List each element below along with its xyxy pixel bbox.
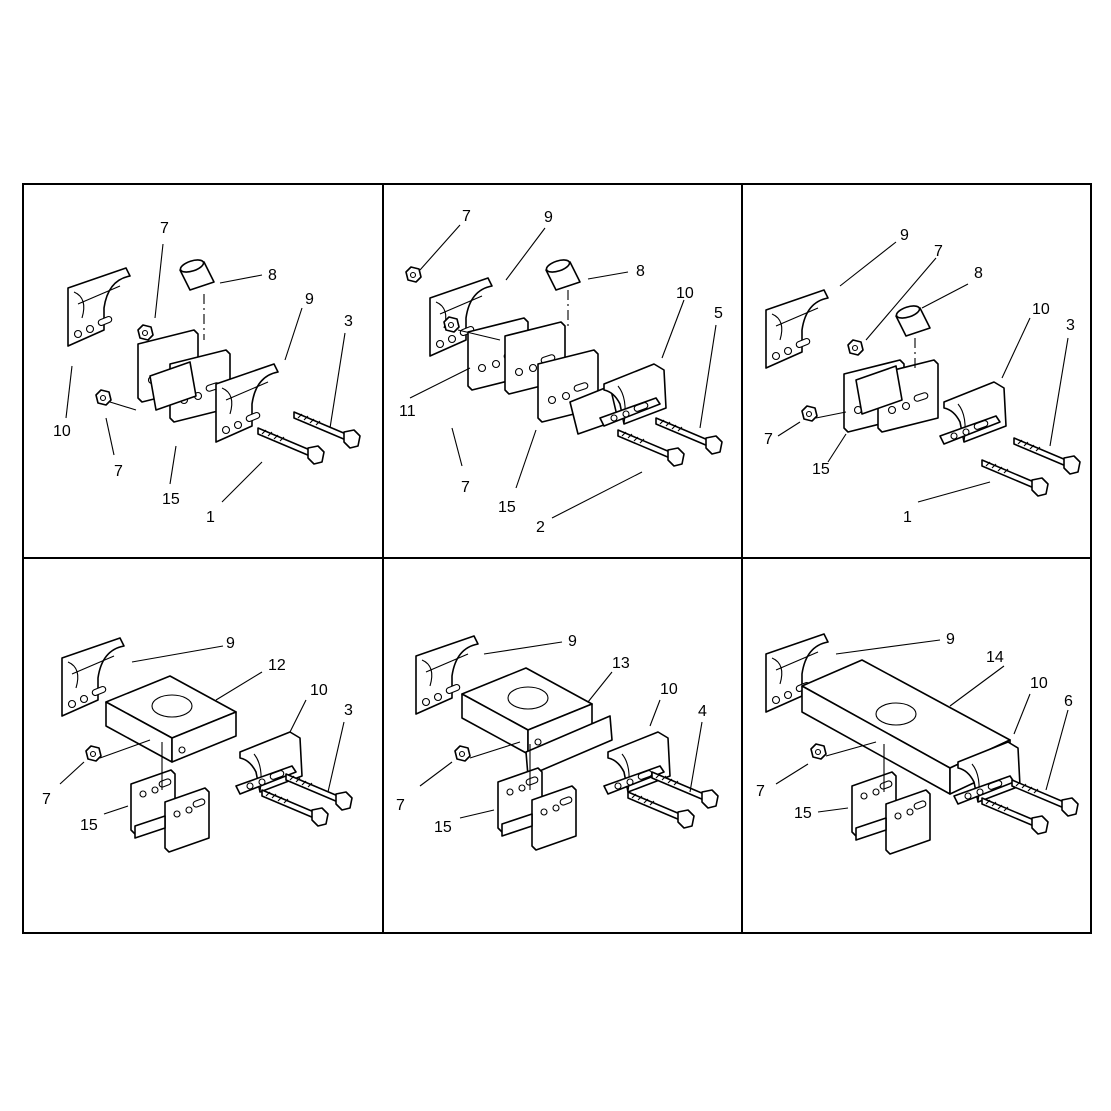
callout-9-bracket: 9 bbox=[305, 291, 314, 308]
callout-7-nut: 7 bbox=[42, 791, 51, 808]
seat-hole bbox=[875, 702, 917, 726]
callout-15-clamp: 15 bbox=[162, 491, 180, 508]
callout-9-bracket: 9 bbox=[900, 227, 909, 244]
panel-4: 9 12 10 3 7 15 bbox=[42, 635, 353, 853]
callout-15-clamp: 15 bbox=[80, 817, 98, 834]
callout-7-nut: 7 bbox=[462, 208, 471, 225]
callout-12-seat-block: 12 bbox=[268, 657, 286, 674]
callout-1-bolt: 1 bbox=[903, 509, 912, 526]
callout-10-bracket: 10 bbox=[310, 682, 328, 699]
callout-8-spacer: 8 bbox=[974, 265, 983, 282]
callout-7-nut-lower: 7 bbox=[764, 431, 773, 448]
callout-3-bolt: 3 bbox=[344, 702, 353, 719]
callout-15-clamp: 15 bbox=[498, 499, 516, 516]
callout-15-clamp: 15 bbox=[434, 819, 452, 836]
callout-10-bracket: 10 bbox=[660, 681, 678, 698]
callout-3-bolt: 3 bbox=[344, 313, 353, 330]
panel-2: 7 9 8 10 5 11 7 15 2 bbox=[399, 208, 723, 536]
callout-14-seat-block: 14 bbox=[986, 649, 1004, 666]
callout-10-bracket: 10 bbox=[53, 423, 71, 440]
callout-9-bracket: 9 bbox=[226, 635, 235, 652]
callout-10-bracket: 10 bbox=[676, 285, 694, 302]
callout-7-nut: 7 bbox=[756, 783, 765, 800]
callout-7-nut: 7 bbox=[396, 797, 405, 814]
panel-6: 9 14 10 6 7 15 bbox=[756, 631, 1079, 855]
callout-7-nut: 7 bbox=[934, 243, 943, 260]
panel-3: 9 7 8 10 3 7 15 1 bbox=[764, 227, 1081, 526]
callout-2-bolt: 2 bbox=[536, 519, 545, 536]
callout-7-nut: 7 bbox=[160, 220, 169, 237]
callout-3-bolt: 3 bbox=[1066, 317, 1075, 334]
callout-10-bracket: 10 bbox=[1032, 301, 1050, 318]
callout-15-clamp: 15 bbox=[794, 805, 812, 822]
callout-8-spacer: 8 bbox=[268, 267, 277, 284]
callout-9-bracket: 9 bbox=[946, 631, 955, 648]
callout-8-spacer: 8 bbox=[636, 263, 645, 280]
callout-7-nut-lower: 7 bbox=[114, 463, 123, 480]
panel-5: 9 13 10 4 7 15 bbox=[396, 633, 719, 851]
callout-4-bolt: 4 bbox=[698, 703, 707, 720]
callout-9-bracket: 9 bbox=[544, 209, 553, 226]
panel-1: 7 8 9 3 10 7 15 1 bbox=[53, 220, 361, 526]
callout-1-bolt: 1 bbox=[206, 509, 215, 526]
callout-15-clamp: 15 bbox=[812, 461, 830, 478]
callout-7-nut-lower: 7 bbox=[461, 479, 470, 496]
callout-9-bracket: 9 bbox=[568, 633, 577, 650]
callout-11-plate: 11 bbox=[399, 403, 416, 420]
callout-6-bolt: 6 bbox=[1064, 693, 1073, 710]
callout-5-bolt: 5 bbox=[714, 305, 723, 322]
callout-13-seat-block: 13 bbox=[612, 655, 630, 672]
callout-10-bracket: 10 bbox=[1030, 675, 1048, 692]
panel-grid bbox=[22, 183, 1092, 934]
